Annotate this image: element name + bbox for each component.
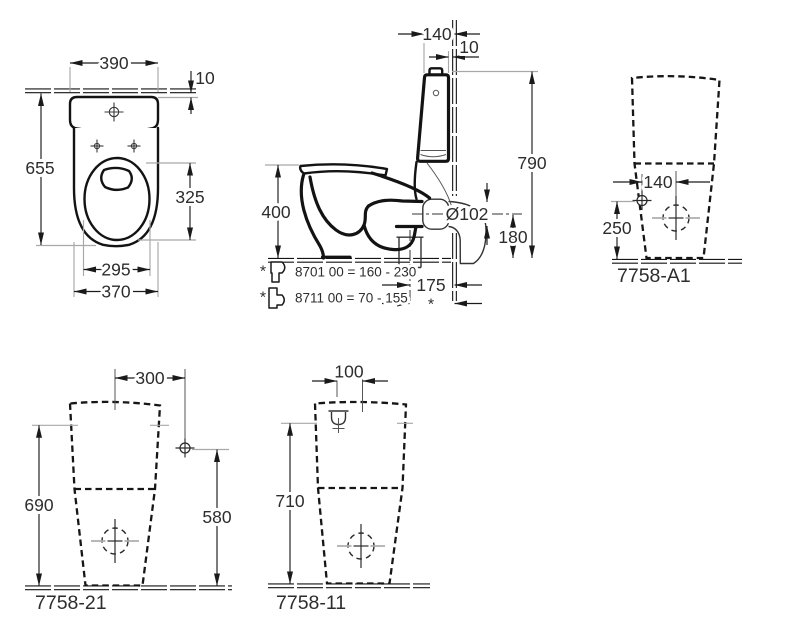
dim-side-cistern-depth: 140 [422,24,451,44]
dim-21-overall-height: 690 [24,495,53,515]
dim-top-seat-opening: 325 [175,187,204,207]
dim-21-inlet-offset: 300 [135,368,164,388]
side-section-view: 140 10 790 400 Ø102 180 175 * * [257,20,550,317]
dim-top-wall-gap: 10 [195,68,215,88]
dim-side-rim-height: 400 [261,202,290,222]
rear-view-a1: 140 250 7758-A1 [599,75,742,290]
outlet-horizontal-icon [270,261,286,283]
note-text: 8711 00 = 70 - 155 [295,291,408,306]
note-star: * [260,290,266,307]
dim-side-outlet-diameter: Ø102 [446,204,489,224]
note-horizontal-outlet: * 8701 00 = 160 - 230 [257,261,419,284]
outlet-vertical-icon [268,287,285,309]
dim-top-seat-width: 295 [101,260,130,280]
note-text: 8701 00 = 160 - 230 [295,265,416,280]
model-label-21: 7758-21 [35,592,107,614]
body-outline [68,400,162,587]
body-outline [630,75,721,260]
seat-section [298,163,389,177]
inlet-cup-icon [328,410,349,433]
note-star: * [260,264,266,281]
dim-top-bowl-width: 370 [101,282,130,302]
dim-side-wall-gap: 10 [459,37,479,57]
dim-top-tank-width: 390 [99,53,128,73]
dim-11-inlet-offset: 100 [334,362,363,382]
dim-a1-inlet-height: 250 [602,218,631,238]
model-label-a1: 7758-A1 [617,265,691,287]
rear-view-11: 100 710 7758-11 [268,359,430,617]
water-surface [100,166,133,192]
model-label-11: 7758-11 [276,592,346,614]
dim-11-overall-height: 710 [275,491,304,511]
cistern-section [415,73,451,163]
dim-side-outlet-variable: * [428,297,434,314]
dim-a1-inlet-offset: 140 [643,172,672,192]
floor-drain [396,236,424,269]
rear-view-21: 300 690 580 7758-21 [21,365,234,617]
trapway [362,223,418,252]
bowl-inner [308,175,371,237]
note-vertical-outlet: * 8711 00 = 70 - 155 [257,287,411,310]
dim-21-inlet-height: 580 [202,507,231,527]
dim-side-outlet-height: 180 [498,227,527,247]
dim-side-overall-height: 790 [517,153,546,173]
outlet-socket [422,198,450,230]
dim-side-outlet-distance: 175 [416,275,445,295]
bowl-front [299,173,326,260]
dim-top-overall-depth: 655 [25,158,54,178]
top-view: 390 10 655 325 295 370 [22,50,218,305]
cistern-hole [432,89,440,97]
flush-button [428,67,444,76]
